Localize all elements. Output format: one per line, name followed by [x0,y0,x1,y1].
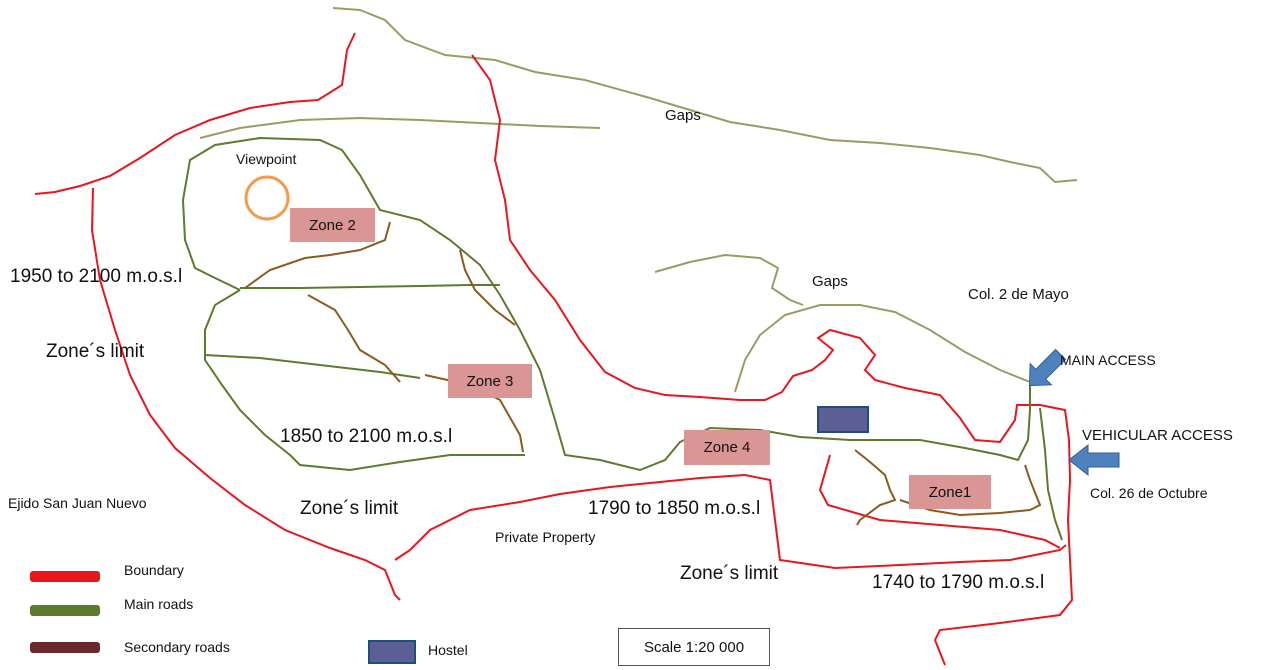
elevation-1740-1790-label: 1740 to 1790 m.o.s.l [872,572,1045,593]
legend-secondary-roads-swatch [30,642,100,653]
boundary-line-southern [394,473,1067,570]
main-road-north-loop [181,136,1031,472]
legend-boundary-swatch [30,571,100,582]
boundary-line-central [471,54,1074,666]
secondary-road-3 [307,294,401,383]
elevation-1950-2100-label: 1950 to 2100 m.o.s.l [10,266,183,287]
legend-main-roads-label: Main roads [124,596,194,612]
legend-main-roads-swatch [30,605,100,616]
zone-limit-left-label: Zone´s limit [46,341,145,362]
secondary-road-6 [899,464,1042,517]
secondary-road-2 [459,249,516,326]
gaps-line-south [734,304,1031,393]
main-road-cross-east [204,354,421,379]
ejido-label: Ejido San Juan Nuevo [8,495,147,511]
zone-limit-center-label: Zone´s limit [300,498,399,519]
boundary-line-west [34,32,356,195]
hostel-marker [817,406,869,433]
legend-hostel-swatch [368,640,416,664]
elevation-1850-2100-label: 1850 to 2100 m.o.s.l [280,426,453,447]
gaps-line-north [332,7,1078,184]
main-road-west-spine [204,289,525,472]
viewpoint-label: Viewpoint [236,151,297,167]
legend-hostel-label: Hostel [428,642,468,658]
viewpoint-circle [244,175,290,221]
vehicular-access-arrow-icon [1068,443,1120,477]
boundary-line-outer-loop [90,187,401,601]
main-road-crossing [240,284,500,289]
gaps-line-middle [654,253,804,306]
col-26-de-octubre-label: Col. 26 de Octubre [1090,485,1208,501]
private-property-label: Private Property [495,529,596,545]
secondary-road-1 [244,221,391,289]
legend-boundary-label: Boundary [124,562,184,578]
gaps-label-top: Gaps [665,107,701,124]
main-road-east-spur [1039,407,1063,541]
zone-1-label: Zone1 [909,475,991,509]
zone-4-label: Zone 4 [684,430,770,465]
legend-secondary-roads-label: Secondary roads [124,639,230,655]
zone-3-label: Zone 3 [448,364,532,398]
gaps-label-middle: Gaps [812,273,848,290]
col-2-de-mayo-label: Col. 2 de Mayo [968,286,1069,303]
main-access-label: MAIN ACCESS [1060,352,1156,368]
vehicular-access-label: VEHICULAR ACCESS [1082,427,1233,444]
secondary-road-5 [854,449,897,526]
zone-limit-bottom-label: Zone´s limit [680,563,779,584]
gaps-line-east-branch [199,116,601,139]
boundary-line-inner-loop [818,454,1061,549]
scale-box: Scale 1:20 000 [618,628,770,666]
elevation-1790-1850-label: 1790 to 1850 m.o.s.l [588,498,761,519]
main-access-arrow-icon [1028,348,1067,387]
zone-2-label: Zone 2 [290,208,375,242]
